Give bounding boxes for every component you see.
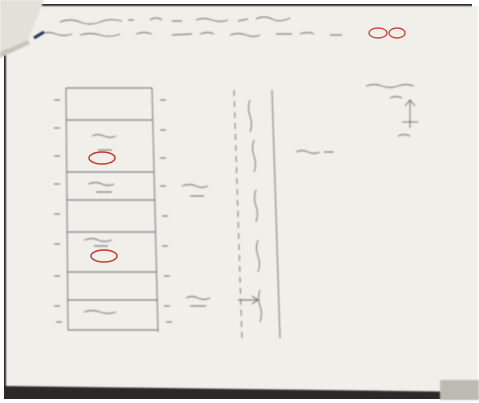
- handwritten-symbol-right: [365, 84, 418, 137]
- handwritten-notes-top: [33, 16, 342, 40]
- handwritten-notes-middle: [181, 89, 334, 341]
- folded-corner: [0, 0, 44, 52]
- frame-sketch-left: [54, 87, 172, 333]
- red-circled-marks-frame: [88, 151, 118, 263]
- red-circled-marks-top: [368, 27, 406, 39]
